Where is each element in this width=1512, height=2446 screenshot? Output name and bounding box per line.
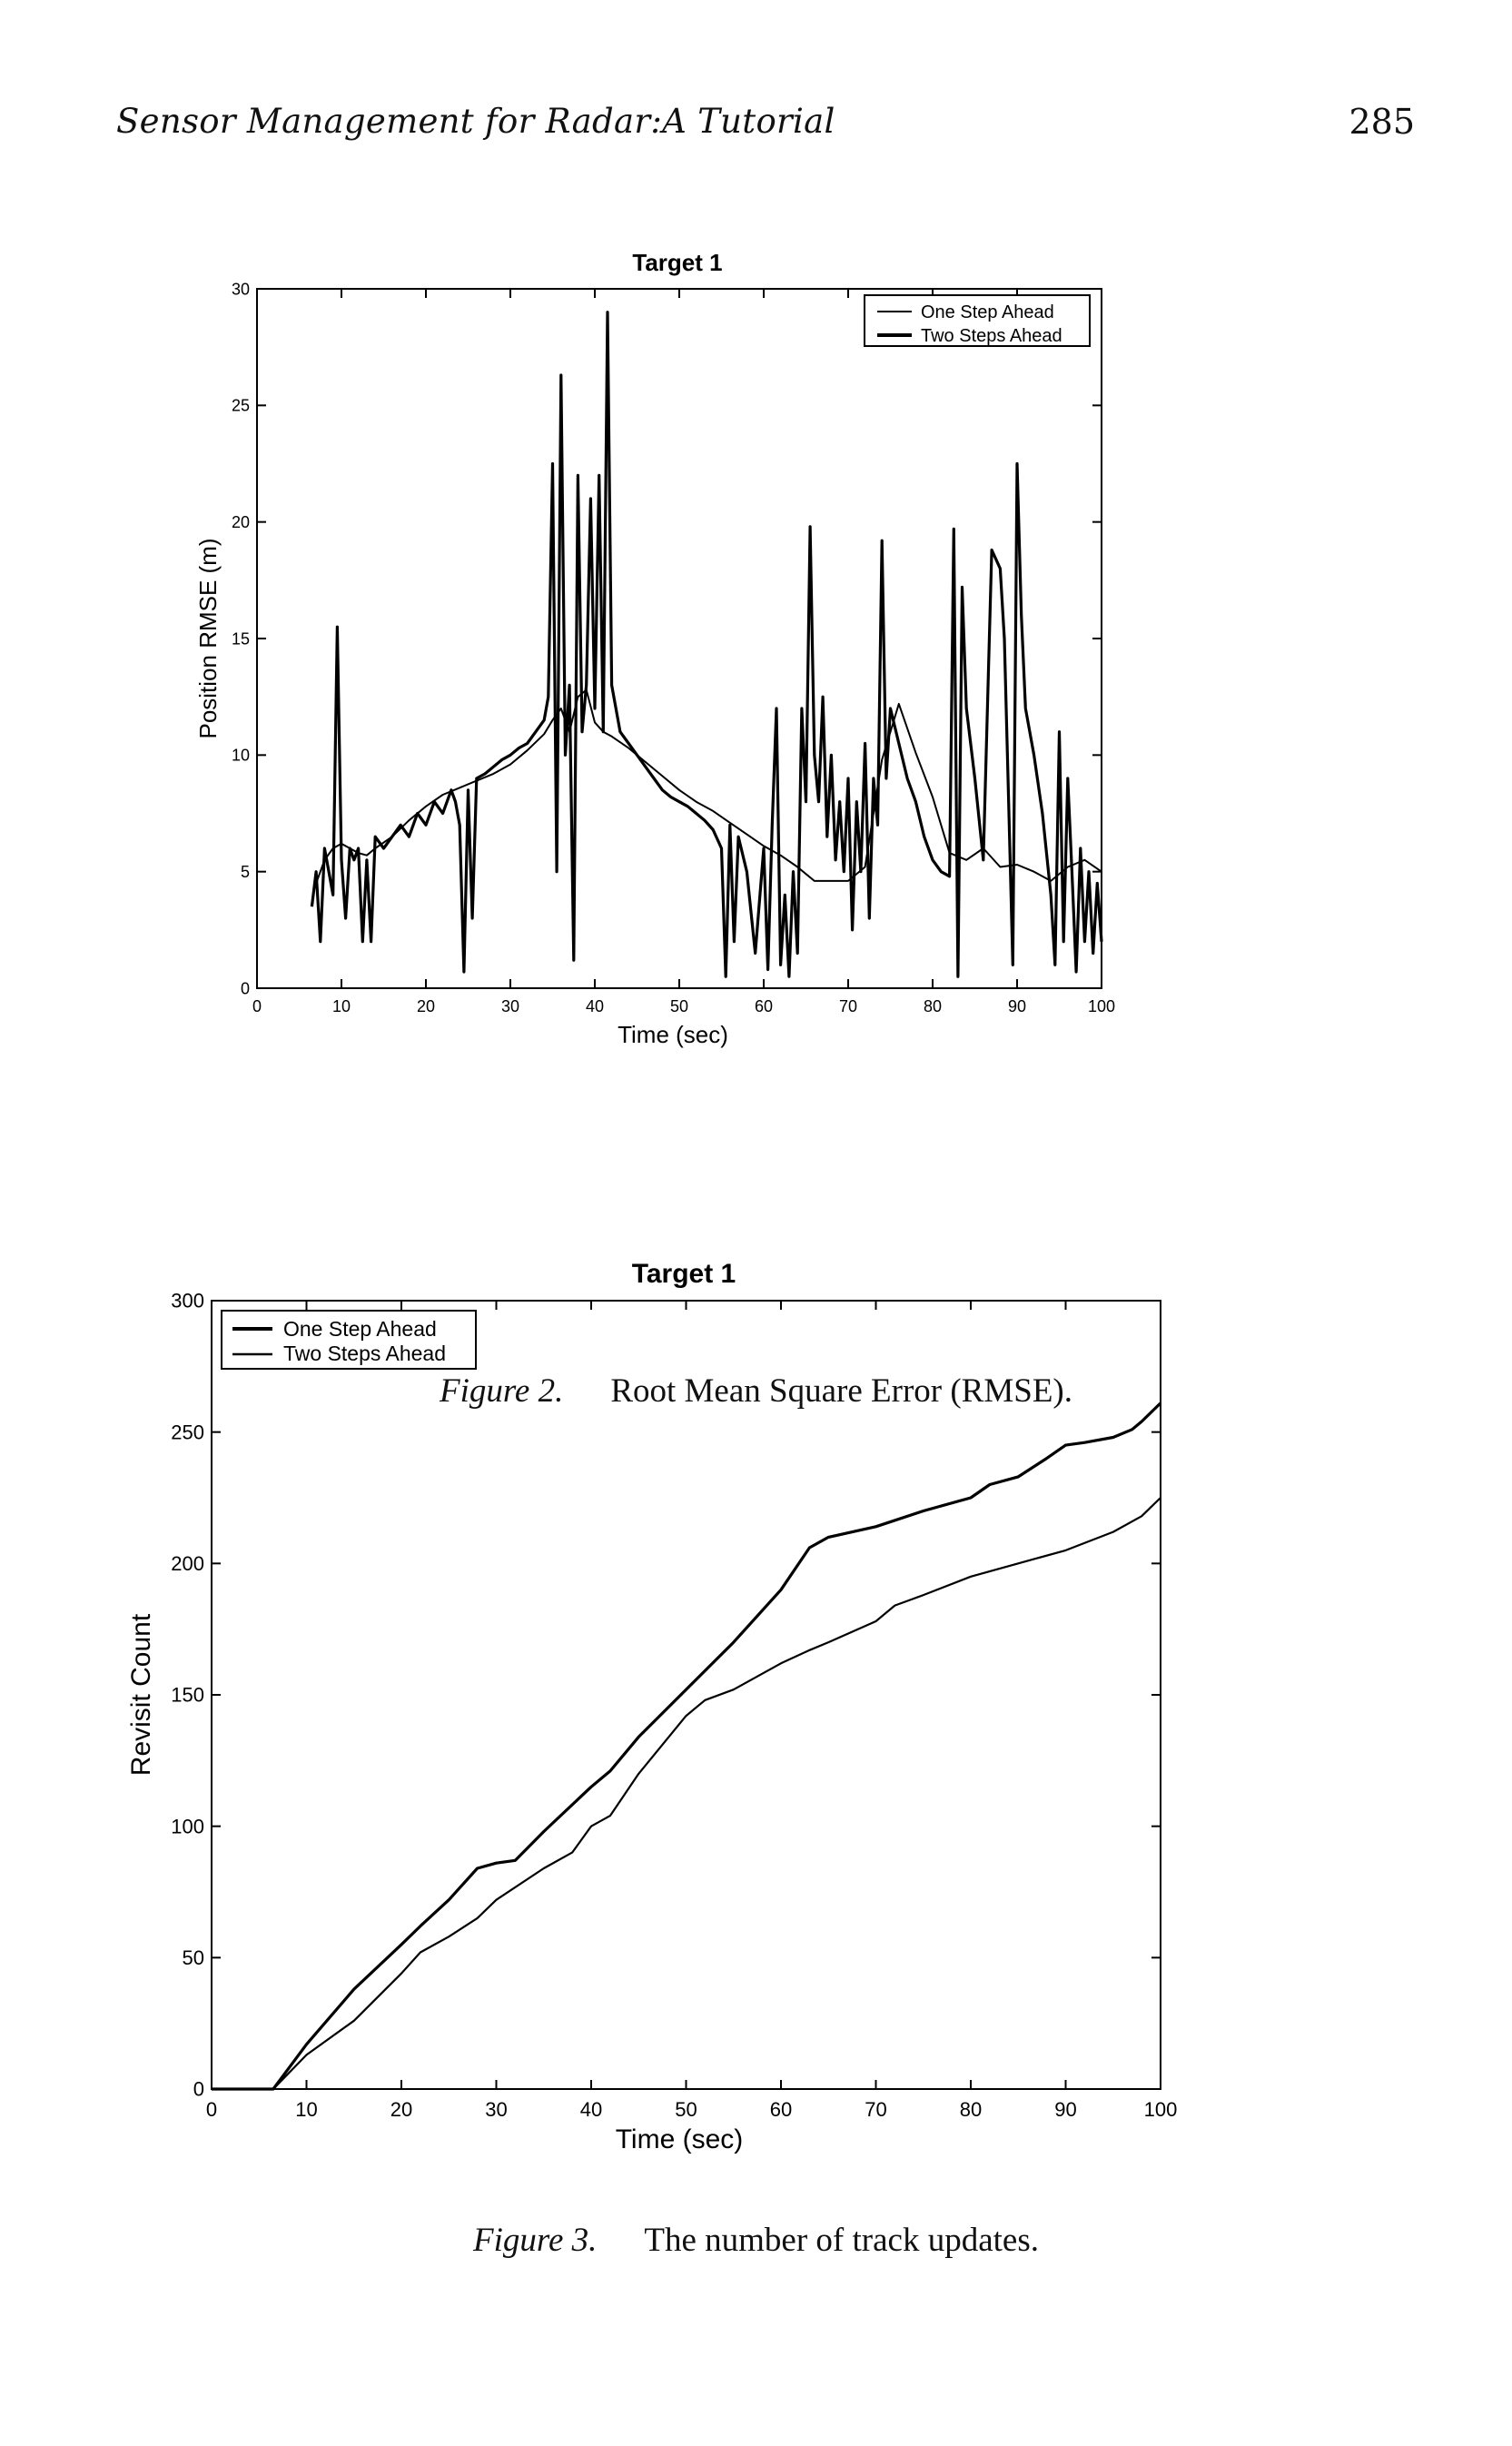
x-tick-label: 50 [675, 2098, 697, 2121]
x-tick-label: 0 [252, 997, 262, 1015]
x-tick-label: 20 [417, 997, 435, 1015]
axes-frame [211, 1300, 1161, 2090]
y-tick-label: 25 [232, 397, 250, 415]
x-tick-label: 70 [839, 997, 857, 1015]
x-tick-label: 90 [1008, 997, 1026, 1015]
x-tick-label: 60 [770, 2098, 792, 2121]
figure-3: Target 1 0 10 20 30 40 50 60 70 80 90 100 0 50 100 150… [0, 1244, 1512, 2259]
y-tick-label: 30 [232, 280, 250, 298]
y-axis-label: Position RMSE (m) [194, 538, 222, 738]
y-tick-label: 5 [241, 863, 250, 881]
x-tick-label: 20 [390, 2098, 412, 2121]
x-tick-label: 90 [1054, 2098, 1076, 2121]
y-tick-label: 20 [232, 513, 250, 531]
running-title: Sensor Management for Radar:A Tutorial [116, 102, 835, 141]
x-tick-label: 100 [1144, 2098, 1178, 2121]
x-tick-label: 40 [580, 2098, 602, 2121]
legend: One Step Ahead Two Steps Ahead [864, 294, 1091, 347]
x-tick-label: 30 [485, 2098, 507, 2121]
x-tick-label: 60 [755, 997, 773, 1015]
caption-text: The number of track updates. [644, 2222, 1039, 2259]
revisit-count-chart: Target 1 0 10 20 30 40 50 60 70 80 90 100 0 50 100 150… [126, 1259, 1177, 2154]
y-tick-label: 15 [232, 629, 250, 648]
y-tick-label: 150 [171, 1684, 204, 1707]
y-tick-label: 50 [183, 1946, 204, 1969]
legend: One Step Ahead Two Steps Ahead [221, 1310, 477, 1370]
y-tick-label: 0 [241, 979, 250, 997]
x-tick-label: 80 [960, 2098, 982, 2121]
rmse-chart: Target 1 0 10 20 30 40 50 60 70 80 90 100 0 5 10 15 20 2… [194, 249, 1115, 1048]
x-tick-label: 0 [206, 2098, 217, 2121]
chart-title: Target 1 [632, 1259, 736, 1289]
figure-2: Target 1 0 10 20 30 40 50 60 70 80 90 100 0 5 10 15 20 2… [0, 232, 1512, 1410]
plot-area [212, 1401, 1162, 2091]
y-tick-label: 300 [171, 1290, 204, 1312]
series-line-one-step-ahead [212, 1401, 1162, 2091]
axes-frame [256, 288, 1102, 989]
x-tick-label: 80 [924, 997, 942, 1015]
x-tick-label: 70 [865, 2098, 886, 2121]
x-tick-label: 40 [586, 997, 604, 1015]
y-tick-label: 10 [232, 747, 250, 765]
y-tick-label: 0 [193, 2078, 204, 2101]
figure-2-caption: Figure 2. Root Mean Square Error (RMSE). [0, 1372, 1512, 1411]
running-head: Sensor Management for Radar:A Tutorial 2… [116, 102, 1415, 147]
x-axis-label: Time (sec) [616, 2124, 744, 2154]
legend-label-two-steps: Two Steps Ahead [921, 326, 1062, 346]
caption-label: Figure 3. [473, 2222, 598, 2259]
legend-box [221, 1310, 477, 1370]
figure-3-caption: Figure 3. The number of track updates. [0, 2221, 1512, 2260]
x-axis-label: Time (sec) [618, 1021, 728, 1048]
caption-label: Figure 2. [439, 1372, 564, 1410]
y-axis-label: Revisit Count [126, 1613, 156, 1776]
x-tick-label: 30 [501, 997, 519, 1015]
caption-text: Root Mean Square Error (RMSE). [610, 1372, 1072, 1410]
legend-label-two-steps: Two Steps Ahead [283, 1342, 446, 1365]
legend-label-one-step: One Step Ahead [921, 302, 1054, 322]
plot-area [310, 311, 1103, 978]
y-tick-label: 200 [171, 1552, 204, 1575]
legend-label-one-step: One Step Ahead [283, 1317, 437, 1341]
x-tick-label: 50 [670, 997, 688, 1015]
y-tick-label: 250 [171, 1421, 204, 1443]
axis-ticks: 0 10 20 30 40 50 60 70 80 90 100 0 5 10 15 20 25 30 [232, 280, 1115, 1015]
x-tick-label: 100 [1088, 997, 1115, 1015]
axis-ticks: 0 10 20 30 40 50 60 70 80 90 100 0 50 100 150 200 250 300 [171, 1290, 1177, 2121]
x-tick-label: 10 [295, 2098, 317, 2121]
chart-title: Target 1 [632, 249, 722, 276]
page-number: 285 [1349, 102, 1415, 142]
y-tick-label: 100 [171, 1815, 204, 1837]
series-line-two-steps-ahead [212, 1497, 1161, 2091]
legend-box [864, 294, 1091, 347]
series-line-two-steps-ahead [310, 311, 1103, 978]
x-tick-label: 10 [332, 997, 351, 1015]
